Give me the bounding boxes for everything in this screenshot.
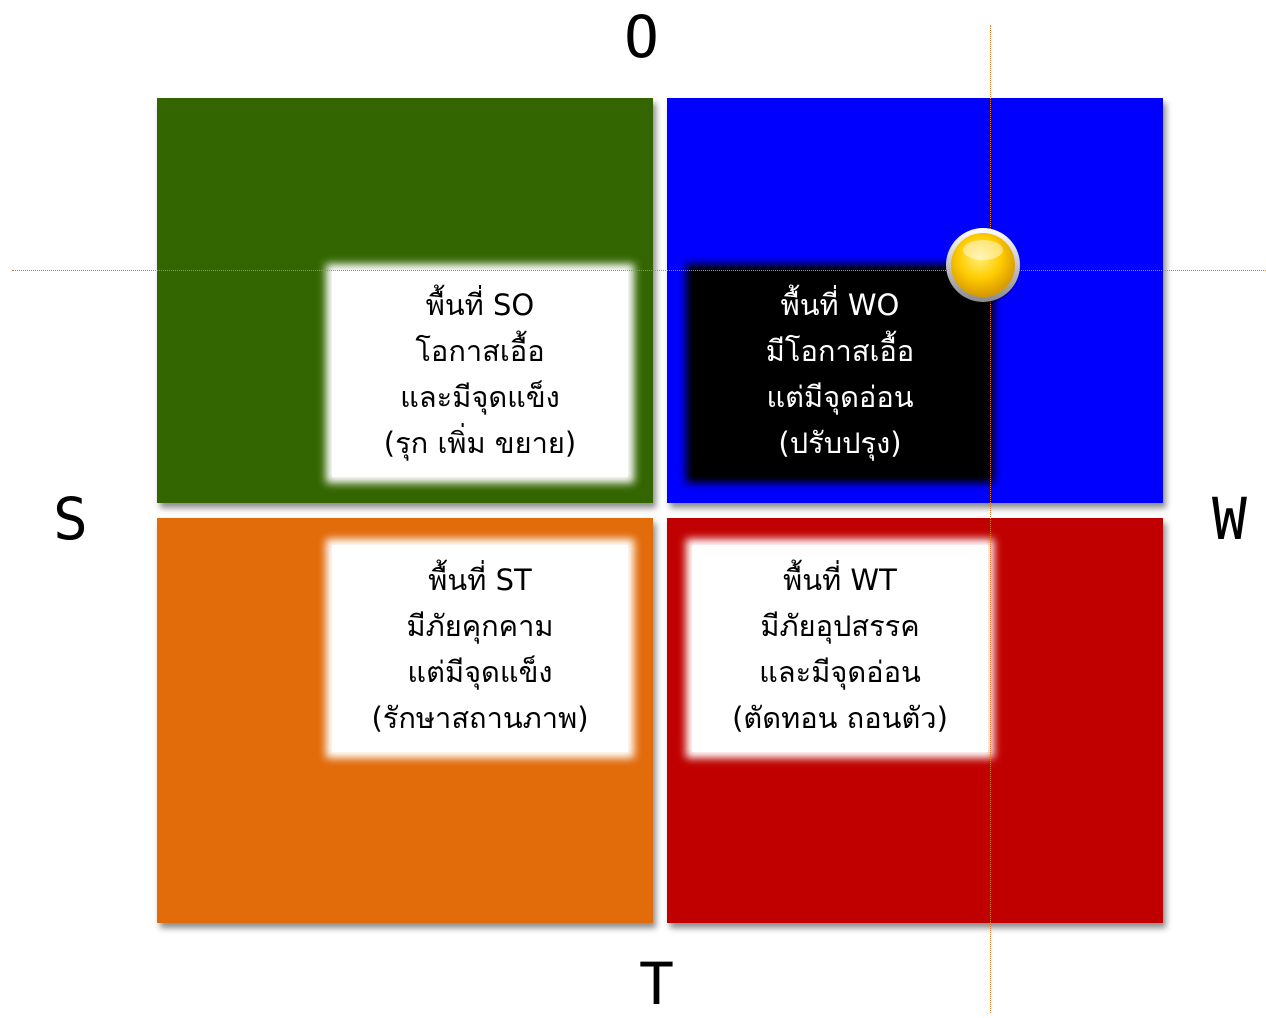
quadrant-st-title: พื้นที่ ST	[428, 562, 532, 597]
quadrant-so-line-2: และมีจุดแข็ง	[400, 379, 560, 414]
quadrant-so: พื้นที่ SO โอกาสเอื้อ และมีจุดแข็ง (รุก …	[157, 98, 653, 503]
quadrant-wt: พื้นที่ WT มีภัยอุปสรรค และมีจุดอ่อน (ตั…	[667, 518, 1163, 923]
quadrant-wt-label: พื้นที่ WT มีภัยอุปสรรค และมีจุดอ่อน (ตั…	[692, 545, 988, 752]
quadrant-so-title: พื้นที่ SO	[425, 287, 535, 322]
quadrant-st-line-2: แต่มีจุดแข็ง	[407, 654, 553, 689]
quadrant-wo-title: พื้นที่ WO	[780, 287, 900, 322]
axis-label-opportunities: O	[624, 3, 659, 71]
quadrant-wo-line-2: แต่มีจุดอ่อน	[766, 379, 914, 414]
yellow-circle-marker-icon	[946, 228, 1020, 304]
quadrant-wo-label: พื้นที่ WO มีโอกาสเอื้อ แต่มีจุดอ่อน (ปร…	[692, 270, 988, 477]
quadrant-wt-line-1: มีภัยอุปสรรค	[760, 608, 920, 643]
axis-label-strengths: S	[53, 485, 88, 553]
quadrant-st: พื้นที่ ST มีภัยคุกคาม แต่มีจุดแข็ง (รัก…	[157, 518, 653, 923]
quadrant-wt-line-2: และมีจุดอ่อน	[759, 654, 921, 689]
axis-label-weaknesses: W	[1212, 485, 1247, 553]
quadrant-st-strategy: (รักษาสถานภาพ)	[371, 700, 589, 735]
quadrant-wo: พื้นที่ WO มีโอกาสเอื้อ แต่มีจุดอ่อน (ปร…	[667, 98, 1163, 503]
quadrant-wo-line-1: มีโอกาสเอื้อ	[765, 333, 915, 368]
quadrant-wt-strategy: (ตัดทอน ถอนตัว)	[732, 700, 948, 735]
quadrant-st-line-1: มีภัยคุกคาม	[406, 608, 554, 643]
quadrant-so-line-1: โอกาสเอื้อ	[415, 333, 545, 368]
quadrant-st-label: พื้นที่ ST มีภัยคุกคาม แต่มีจุดแข็ง (รัก…	[332, 545, 628, 752]
quadrant-wo-strategy: (ปรับปรุง)	[778, 425, 902, 460]
quadrant-so-strategy: (รุก เพิ่ม ขยาย)	[383, 425, 577, 460]
quadrant-so-label: พื้นที่ SO โอกาสเอื้อ และมีจุดแข็ง (รุก …	[332, 270, 628, 477]
axis-label-threats: T	[639, 950, 674, 1018]
quadrant-wt-title: พื้นที่ WT	[783, 562, 897, 597]
